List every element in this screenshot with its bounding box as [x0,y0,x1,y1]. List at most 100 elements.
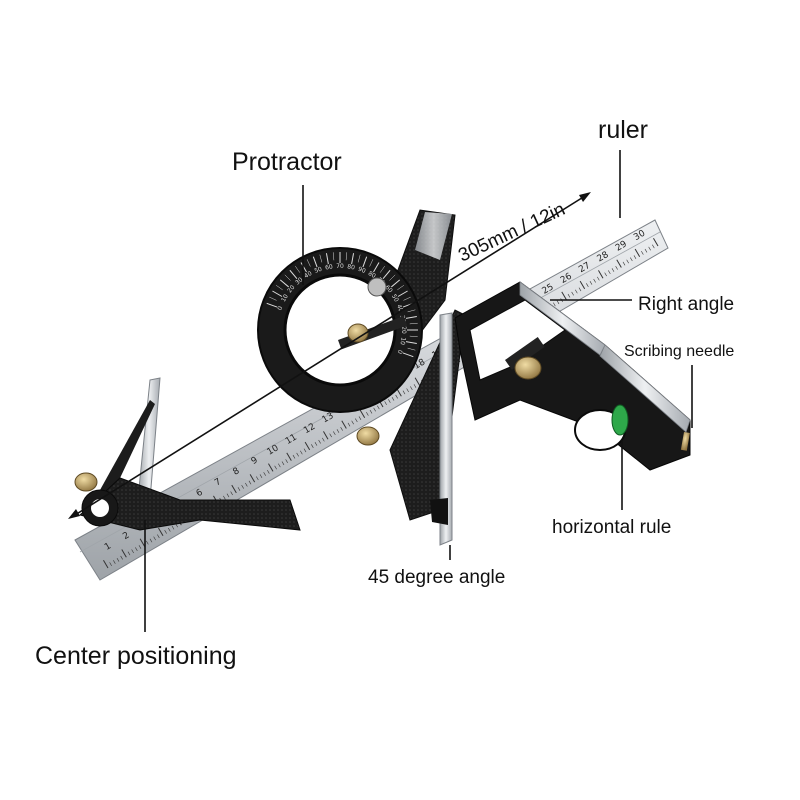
ruler-tick [245,482,248,487]
ruler-tick [329,433,332,438]
ruler-tick [248,480,252,485]
ruler-tick [622,261,626,266]
ruler-number: 1 [103,541,113,553]
protractor-tick [269,296,277,301]
ruler-tick [413,384,417,388]
ruler-tick [157,534,160,539]
protractor-tick [369,259,374,267]
label-right-angle: Right angle [638,294,734,315]
ruler-tick [274,465,277,470]
protractor-tick [403,296,411,301]
ruler-tick [571,291,574,296]
ruler-number: 12 [302,422,317,436]
center-head [74,472,301,531]
ruler-tick [377,405,380,410]
protractor-number: 30 [294,276,304,286]
protractor-tick [397,285,405,291]
protractor-tick [332,252,335,261]
ruler-tick [630,257,633,262]
protractor-tick [405,341,417,345]
protractor-tick [272,290,283,297]
ruler-tick [138,545,142,549]
protractor-tick [373,262,380,273]
protractor-number: 60 [384,284,394,294]
protractor-tick [266,302,278,308]
head-lock-knob [356,426,380,446]
protractor-number: 0 [396,349,404,355]
scribing-needle-tip [680,432,690,451]
protractor-lock-knob [347,323,369,343]
protractor-tick [279,279,289,288]
protractor-tick [407,309,416,313]
ruler-tick [333,431,336,436]
ruler-tick [358,416,362,421]
ruler-tick [296,452,299,457]
protractor-number: 70 [336,263,344,270]
protractor-tick [284,274,291,281]
ruler-tick [267,469,270,474]
label-ruler: ruler [598,116,648,144]
protractor-tick [312,256,318,268]
ruler-tick [373,407,376,412]
ruler-tick [230,491,233,496]
ruler-tick [641,250,644,255]
ruler-tick [589,281,593,285]
ruler-tick [384,401,387,406]
ruler-tick [410,386,413,390]
protractor-tick [391,279,401,288]
protractor-tick [397,290,408,297]
ruler-tick [561,291,567,300]
ruler-tick [593,278,596,283]
ruler-tick [359,409,366,418]
ruler-tick [303,448,307,453]
protractor-tick [362,256,368,268]
label-horizontal-rule: horizontal rule [552,517,671,538]
ruler-tick [109,562,112,567]
ruler-tick [355,418,358,423]
ruler-tick [223,495,226,500]
protractor-number: 90 [357,266,367,275]
ruler-tick [575,289,578,294]
ruler-tick [395,394,398,399]
protractor-number: 50 [313,266,323,275]
protractor-head: 010203040506070809080706050403020100 [257,209,456,413]
square-head [356,281,691,546]
protractor-tick [382,269,391,279]
protractor-tick [357,254,361,263]
ruler-tick [153,536,156,541]
protractor-tick [379,265,385,273]
label-45-degree-angle: 45 degree angle [368,567,505,588]
ruler-tick [366,411,369,416]
ruler-tick [139,538,146,547]
dimension-arrow-left [68,509,80,519]
protractor-number: 60 [325,263,334,271]
protractor-number: 50 [390,293,400,303]
label-center-positioning: Center positioning [35,642,237,670]
dimension-arrow-right [579,192,591,202]
ruler-tick [336,429,340,433]
ruler-tick [286,452,292,461]
ruler-tick [633,255,637,260]
protractor-number: 0 [276,305,284,311]
ruler-tick [171,525,175,530]
ruler-tick [241,484,244,489]
ruler-tick [323,431,329,440]
protractor-tick [402,352,414,358]
ruler-number: 11 [284,433,299,447]
ruler-tick [149,538,153,543]
protractor-number: 10 [280,293,290,303]
ruler-tick [164,530,167,534]
ruler-number: 13 [321,411,336,425]
ruler-tick [616,259,622,268]
ruler-tick [604,272,607,277]
ruler-number: 7 [213,477,223,489]
ruler-tick [113,560,116,564]
label-length: 305mm / 12in [455,199,568,267]
ruler-number: 27 [577,261,592,275]
protractor-tick [319,254,323,263]
ruler-tick [281,461,285,466]
ruler-tick [158,527,164,537]
ruler-tick [340,427,343,431]
